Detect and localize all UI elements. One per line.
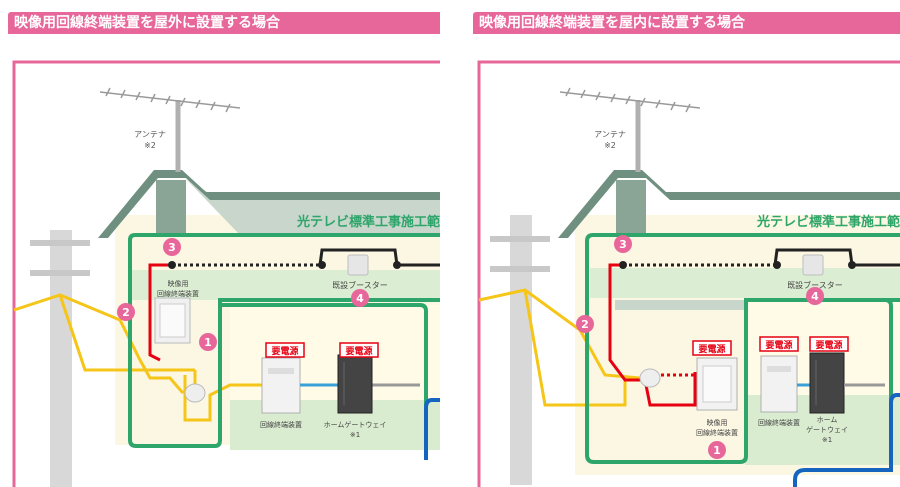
video-onu-label-2: 回線終端装置 (157, 289, 199, 298)
svg-text:1: 1 (204, 336, 212, 349)
scope-label: 光テレビ標準工事施工範 (756, 214, 900, 230)
frame (477, 60, 900, 487)
attic-floor (130, 270, 440, 300)
outdoor-panel: 映像用回線終端装置を屋外に設置する場合 アンテナ ※2 (0, 0, 440, 487)
power-badge: 要電源 (692, 340, 732, 356)
roof-slope (150, 178, 440, 235)
home-gateway-device (337, 354, 373, 414)
svg-text:要電源: 要電源 (271, 345, 298, 357)
antenna-icon (99, 87, 241, 113)
marker-1: 1 (199, 333, 217, 351)
fiber-line (183, 375, 262, 422)
video-onu-label-1: 映像用 (707, 418, 728, 427)
booster-device (347, 254, 369, 276)
attic-floor (590, 268, 900, 298)
utility-pole (510, 215, 532, 485)
svg-text:要電源: 要電源 (345, 345, 372, 357)
booster-device (802, 254, 824, 276)
power-badge: 要電源 (759, 336, 799, 352)
scope-outline-2 (746, 298, 893, 430)
svg-text:2: 2 (122, 306, 130, 319)
scope-outline (585, 233, 900, 464)
panel-title: 映像用回線終端装置を屋内に設置する場合 (473, 12, 900, 34)
junction (619, 261, 627, 269)
pole-arm (490, 236, 550, 242)
junction (393, 261, 401, 269)
junction (318, 261, 326, 269)
optical-outlet (639, 368, 661, 388)
gable (156, 180, 186, 236)
svg-text:3: 3 (619, 238, 627, 251)
svg-text:2: 2 (581, 318, 589, 331)
gable (616, 180, 646, 236)
junction (848, 261, 856, 269)
pole-arm (30, 240, 90, 246)
svg-text:4: 4 (811, 290, 819, 303)
video-onu-label-1: 映像用 (168, 279, 189, 288)
onu-device (760, 355, 798, 413)
video-onu-device (154, 297, 191, 344)
indoor-diagram: アンテナ ※2 光テレビ標準工事施工範 既設ブースター 映像用 回線終端 (477, 60, 900, 487)
panel-title: 映像用回線終端装置を屋外に設置する場合 (8, 12, 440, 34)
home-gateway-device (809, 352, 845, 414)
pole-arm (30, 270, 90, 276)
antenna-note: ※2 (144, 141, 156, 150)
scope-outline-2 (220, 303, 428, 440)
scope-label: 光テレビ標準工事施工範 (296, 214, 440, 230)
hgw-label: ホームゲートウェイ (324, 420, 387, 429)
antenna-label: アンテナ (594, 130, 626, 139)
lower-roof (615, 300, 745, 310)
power-badge: 要電源 (339, 342, 379, 358)
svg-text:要電源: 要電源 (698, 343, 725, 355)
video-onu-label-2: 回線終端装置 (696, 428, 738, 437)
junction (773, 261, 781, 269)
hgw-note: ※1 (350, 431, 360, 439)
antenna-label: アンテナ (134, 130, 166, 139)
power-badge: 要電源 (265, 342, 305, 358)
onu-label: 回線終端装置 (758, 418, 800, 427)
video-onu-device (696, 357, 738, 411)
svg-text:1: 1 (713, 444, 721, 457)
onu-label: 回線終端装置 (260, 420, 302, 429)
frame (12, 60, 440, 487)
marker-3: 3 (163, 238, 181, 256)
pole-arm (490, 266, 550, 272)
tv-line (773, 248, 900, 267)
junction (168, 261, 176, 269)
onu-device (261, 357, 301, 414)
power-badge: 要電源 (809, 336, 849, 352)
svg-text:要電源: 要電源 (815, 339, 842, 351)
tv-line (318, 248, 440, 267)
marker-2: 2 (117, 303, 135, 321)
marker-2: 2 (576, 315, 594, 333)
hgw-label-1: ホーム (817, 416, 838, 424)
optical-outlet (184, 383, 206, 403)
marker-1: 1 (708, 441, 726, 459)
svg-text:3: 3 (168, 241, 176, 254)
hgw-note: ※1 (822, 436, 832, 444)
scope-outline-1 (128, 233, 440, 448)
utility-pole (50, 230, 72, 487)
booster-label: 既設ブースター (787, 280, 843, 290)
antenna-icon (559, 87, 701, 113)
marker-3: 3 (614, 235, 632, 253)
hgw-label-2: ゲートウェイ (806, 425, 848, 434)
outdoor-diagram: アンテナ ※2 光テレビ標準工事施工範 既設ブースター 映像用 回線終端装置 (12, 60, 440, 487)
svg-text:4: 4 (356, 292, 364, 305)
antenna-note: ※2 (604, 141, 616, 150)
indoor-cable (793, 393, 900, 487)
coax-cable (148, 263, 172, 362)
coax-cable (608, 263, 697, 407)
drop-cable-2 (58, 294, 195, 372)
marker-4: 4 (806, 287, 824, 305)
booster-label: 既設ブースター (332, 280, 388, 290)
indoor-panel: 映像用回線終端装置を屋内に設置する場合 アンテナ ※2 (465, 0, 900, 487)
indoor-cable (424, 398, 440, 460)
svg-text:要電源: 要電源 (765, 339, 792, 351)
marker-4: 4 (351, 289, 369, 307)
